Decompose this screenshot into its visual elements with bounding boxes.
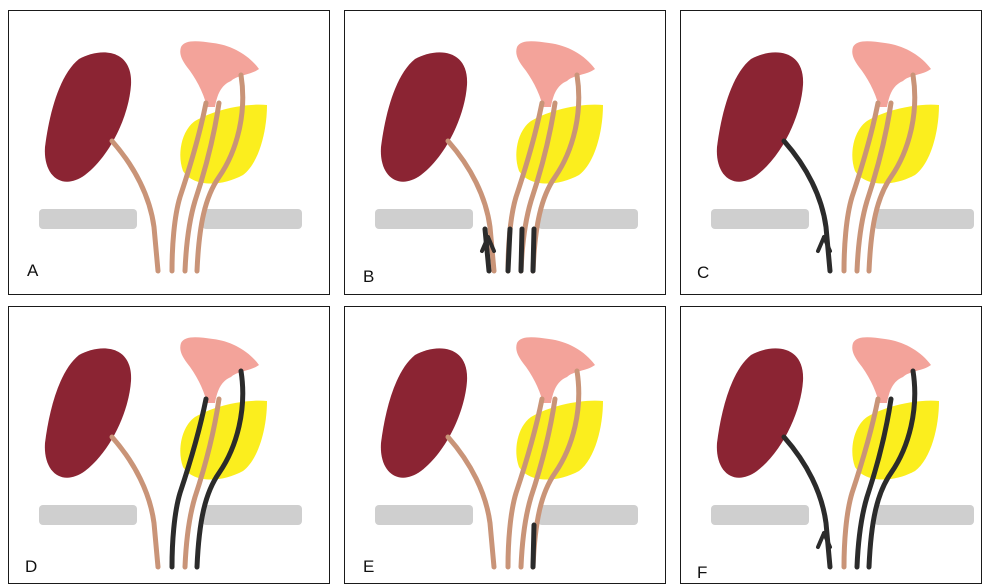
nerve-kidney-nerve [784,141,830,271]
kidney [381,52,467,181]
left-bar [711,505,809,525]
panel-d-illustration [9,307,329,583]
kidney [45,52,131,181]
kidney [45,348,131,477]
kidney [717,52,803,181]
pink-ganglion [852,337,931,403]
panel-a-letter: A [27,261,38,281]
panel-b-letter: B [363,267,374,287]
darkened-end-nerve-2 [508,229,510,271]
panel-f-illustration [681,307,981,583]
darkened-end-nerve-3 [521,229,522,271]
nerve-kidney-nerve [112,437,158,567]
darkened-end-nerve-4 [533,229,534,271]
panel-c: C [680,10,982,295]
right-bar [538,209,638,229]
nerve-kidney-nerve [784,437,830,567]
panel-f-letter: F [697,563,707,583]
panel-d: D [8,306,330,584]
panel-b: B [344,10,666,295]
left-bar [375,209,473,229]
panel-f: F [680,306,982,584]
panel-e-letter: E [363,557,374,577]
darkened-end-nerve-4 [533,525,534,567]
panel-b-illustration [345,11,665,294]
pink-ganglion [516,337,595,403]
panel-c-letter: C [697,263,709,283]
right-bar [202,209,302,229]
right-bar [202,505,302,525]
left-bar [711,209,809,229]
right-bar [874,505,974,525]
panel-d-letter: D [25,557,37,577]
panel-a-illustration [9,11,329,294]
nerve-kidney-nerve [448,437,494,567]
pink-ganglion [852,41,931,107]
left-bar [375,505,473,525]
panel-e: E [344,306,666,584]
left-bar [39,209,137,229]
pink-ganglion [180,337,259,403]
kidney [381,348,467,477]
pink-ganglion [180,41,259,107]
right-bar [874,209,974,229]
left-bar [39,505,137,525]
nerve-kidney-nerve [112,141,158,271]
right-bar [538,505,638,525]
kidney [717,348,803,477]
panel-e-illustration [345,307,665,583]
panel-a: A [8,10,330,295]
pink-ganglion [516,41,595,107]
panel-c-illustration [681,11,981,294]
